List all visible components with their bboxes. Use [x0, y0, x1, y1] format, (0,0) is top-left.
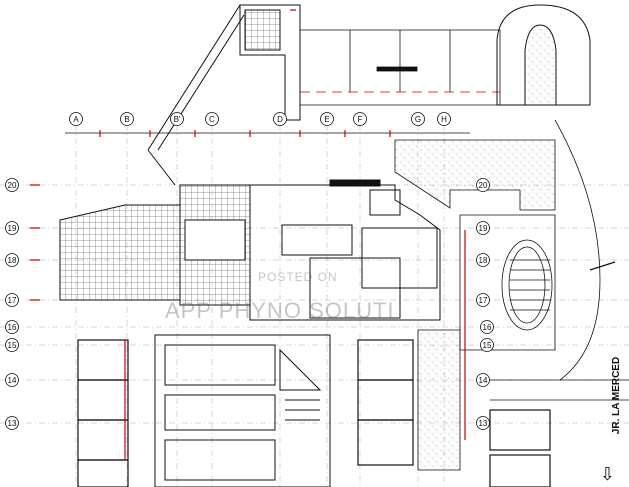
grid-bubble-circle	[5, 373, 19, 387]
diagonal-wing	[147, 4, 301, 186]
street-label: JR. LA MERCED	[607, 350, 627, 440]
column-grid-bubble: A	[69, 112, 83, 126]
grid-bubble-label: A	[73, 115, 79, 124]
grid-bubble-label: 20	[8, 181, 17, 190]
row-grid-bubble-right: 16	[480, 320, 494, 334]
row-grid-bubble-left: 20	[5, 178, 19, 192]
row-grid-bubble-right: 14	[476, 373, 490, 387]
parking-area	[299, 29, 501, 106]
column-grid-bubble: G	[411, 112, 425, 126]
grid-bubble-label: 18	[8, 256, 17, 265]
grid-bubble-label: 15	[8, 341, 17, 350]
grid-bubble-circle	[476, 416, 490, 430]
grid-bubble-circle	[5, 320, 19, 334]
column-grid-bubble: E	[320, 112, 334, 126]
grid-bubble-label: 13	[479, 419, 488, 428]
grid-bubble-label: G	[415, 115, 421, 124]
row-grid-bubble-right: 20	[476, 178, 490, 192]
column-grid-bubble: C	[205, 112, 219, 126]
curved-ramp	[501, 239, 553, 331]
column-grid-bubble: D	[273, 112, 287, 126]
central-block	[249, 179, 441, 321]
row-grid-bubble-right: 19	[476, 221, 490, 235]
grid-bubble-label: 14	[479, 376, 488, 385]
column-grid-bubble: B	[120, 112, 134, 126]
column-grid-bubble: H	[437, 112, 451, 126]
grid-bubble-label: 18	[479, 256, 488, 265]
grid-bubble-label: H	[441, 115, 447, 124]
grid-bubble-label: E	[324, 115, 329, 124]
row-grid-bubble-right: 17	[476, 293, 490, 307]
grid-bubble-circle	[437, 112, 451, 126]
grid-bubble-label: F	[358, 115, 363, 124]
street-name-text: JR. LA MERCED	[611, 356, 623, 434]
grid-bubble-label: B	[124, 115, 129, 124]
grid-bubble-circle	[170, 112, 184, 126]
row-grid-bubbles-right: 20 19 18 17 16 15 14 13	[476, 178, 494, 430]
row-grid-bubble-left: 17	[5, 293, 19, 307]
grid-bubble-label: 20	[479, 181, 488, 190]
grid-bubble-circle	[476, 178, 490, 192]
grid-bubble-label: 17	[479, 296, 488, 305]
row-grid-bubble-left: 13	[5, 416, 19, 430]
column-grid-bubble: F	[353, 112, 367, 126]
round-tower-top	[496, 4, 591, 106]
grid-bubble-label: 14	[8, 376, 17, 385]
grid-bubble-label: 17	[8, 296, 17, 305]
road-curve	[490, 119, 629, 401]
grid-bubble-label: 16	[483, 323, 492, 332]
lower-central-block	[154, 334, 331, 487]
grid-bubble-circle	[476, 293, 490, 307]
lower-right-rooms	[357, 339, 551, 487]
grid-bubble-label: D	[277, 115, 283, 124]
grid-bubble-label: 16	[8, 323, 17, 332]
row-grid-bubble-left: 14	[5, 373, 19, 387]
grid-bubble-circle	[480, 338, 494, 352]
grid-bubble-label: C	[209, 115, 215, 124]
grid-bubble-circle	[5, 253, 19, 267]
lower-left-rooms	[77, 339, 129, 487]
grid-bubble-circle	[5, 178, 19, 192]
grid-bubble-label: 19	[8, 224, 17, 233]
grid-bubble-label: 15	[483, 341, 492, 350]
red-dimension-marks	[30, 9, 466, 460]
row-grid-bubble-left: 19	[5, 221, 19, 235]
grid-bubble-circle	[5, 416, 19, 430]
row-grid-bubble-right: 15	[480, 338, 494, 352]
column-grid-bubbles: A B B' C D E F G H	[69, 112, 451, 126]
grid-bubble-circle	[5, 221, 19, 235]
grid-bubble-circle	[5, 293, 19, 307]
grid-bubble-circle	[411, 112, 425, 126]
grid-bubble-circle	[5, 338, 19, 352]
grid-bubble-circle	[476, 253, 490, 267]
grid-bubble-circle	[476, 221, 490, 235]
grid-bubble-circle	[353, 112, 367, 126]
row-grid-bubbles-left: 20 19 18 17 16 15 14 13	[5, 178, 19, 430]
grid-bubble-label: B'	[174, 115, 181, 124]
courtyard	[394, 139, 556, 471]
row-grid-bubble-right: 18	[476, 253, 490, 267]
grid-bubble-label: 13	[8, 419, 17, 428]
row-grid-bubble-right: 13	[476, 416, 490, 430]
grid-bubble-label: 19	[479, 224, 488, 233]
row-grid-bubble-left: 16	[5, 320, 19, 334]
grid-bubble-circle	[476, 373, 490, 387]
grid-bubble-circle	[69, 112, 83, 126]
left-tile-block	[59, 184, 251, 306]
grid-bubble-circle	[480, 320, 494, 334]
grid-bubble-circle	[120, 112, 134, 126]
grid-bubble-circle	[320, 112, 334, 126]
column-grid-bubble: B'	[170, 112, 184, 126]
row-grid-bubble-left: 15	[5, 338, 19, 352]
grid-bubble-circle	[205, 112, 219, 126]
north-arrow-icon: ⇩	[599, 464, 615, 485]
row-grid-bubble-left: 18	[5, 253, 19, 267]
grid-bubble-circle	[273, 112, 287, 126]
